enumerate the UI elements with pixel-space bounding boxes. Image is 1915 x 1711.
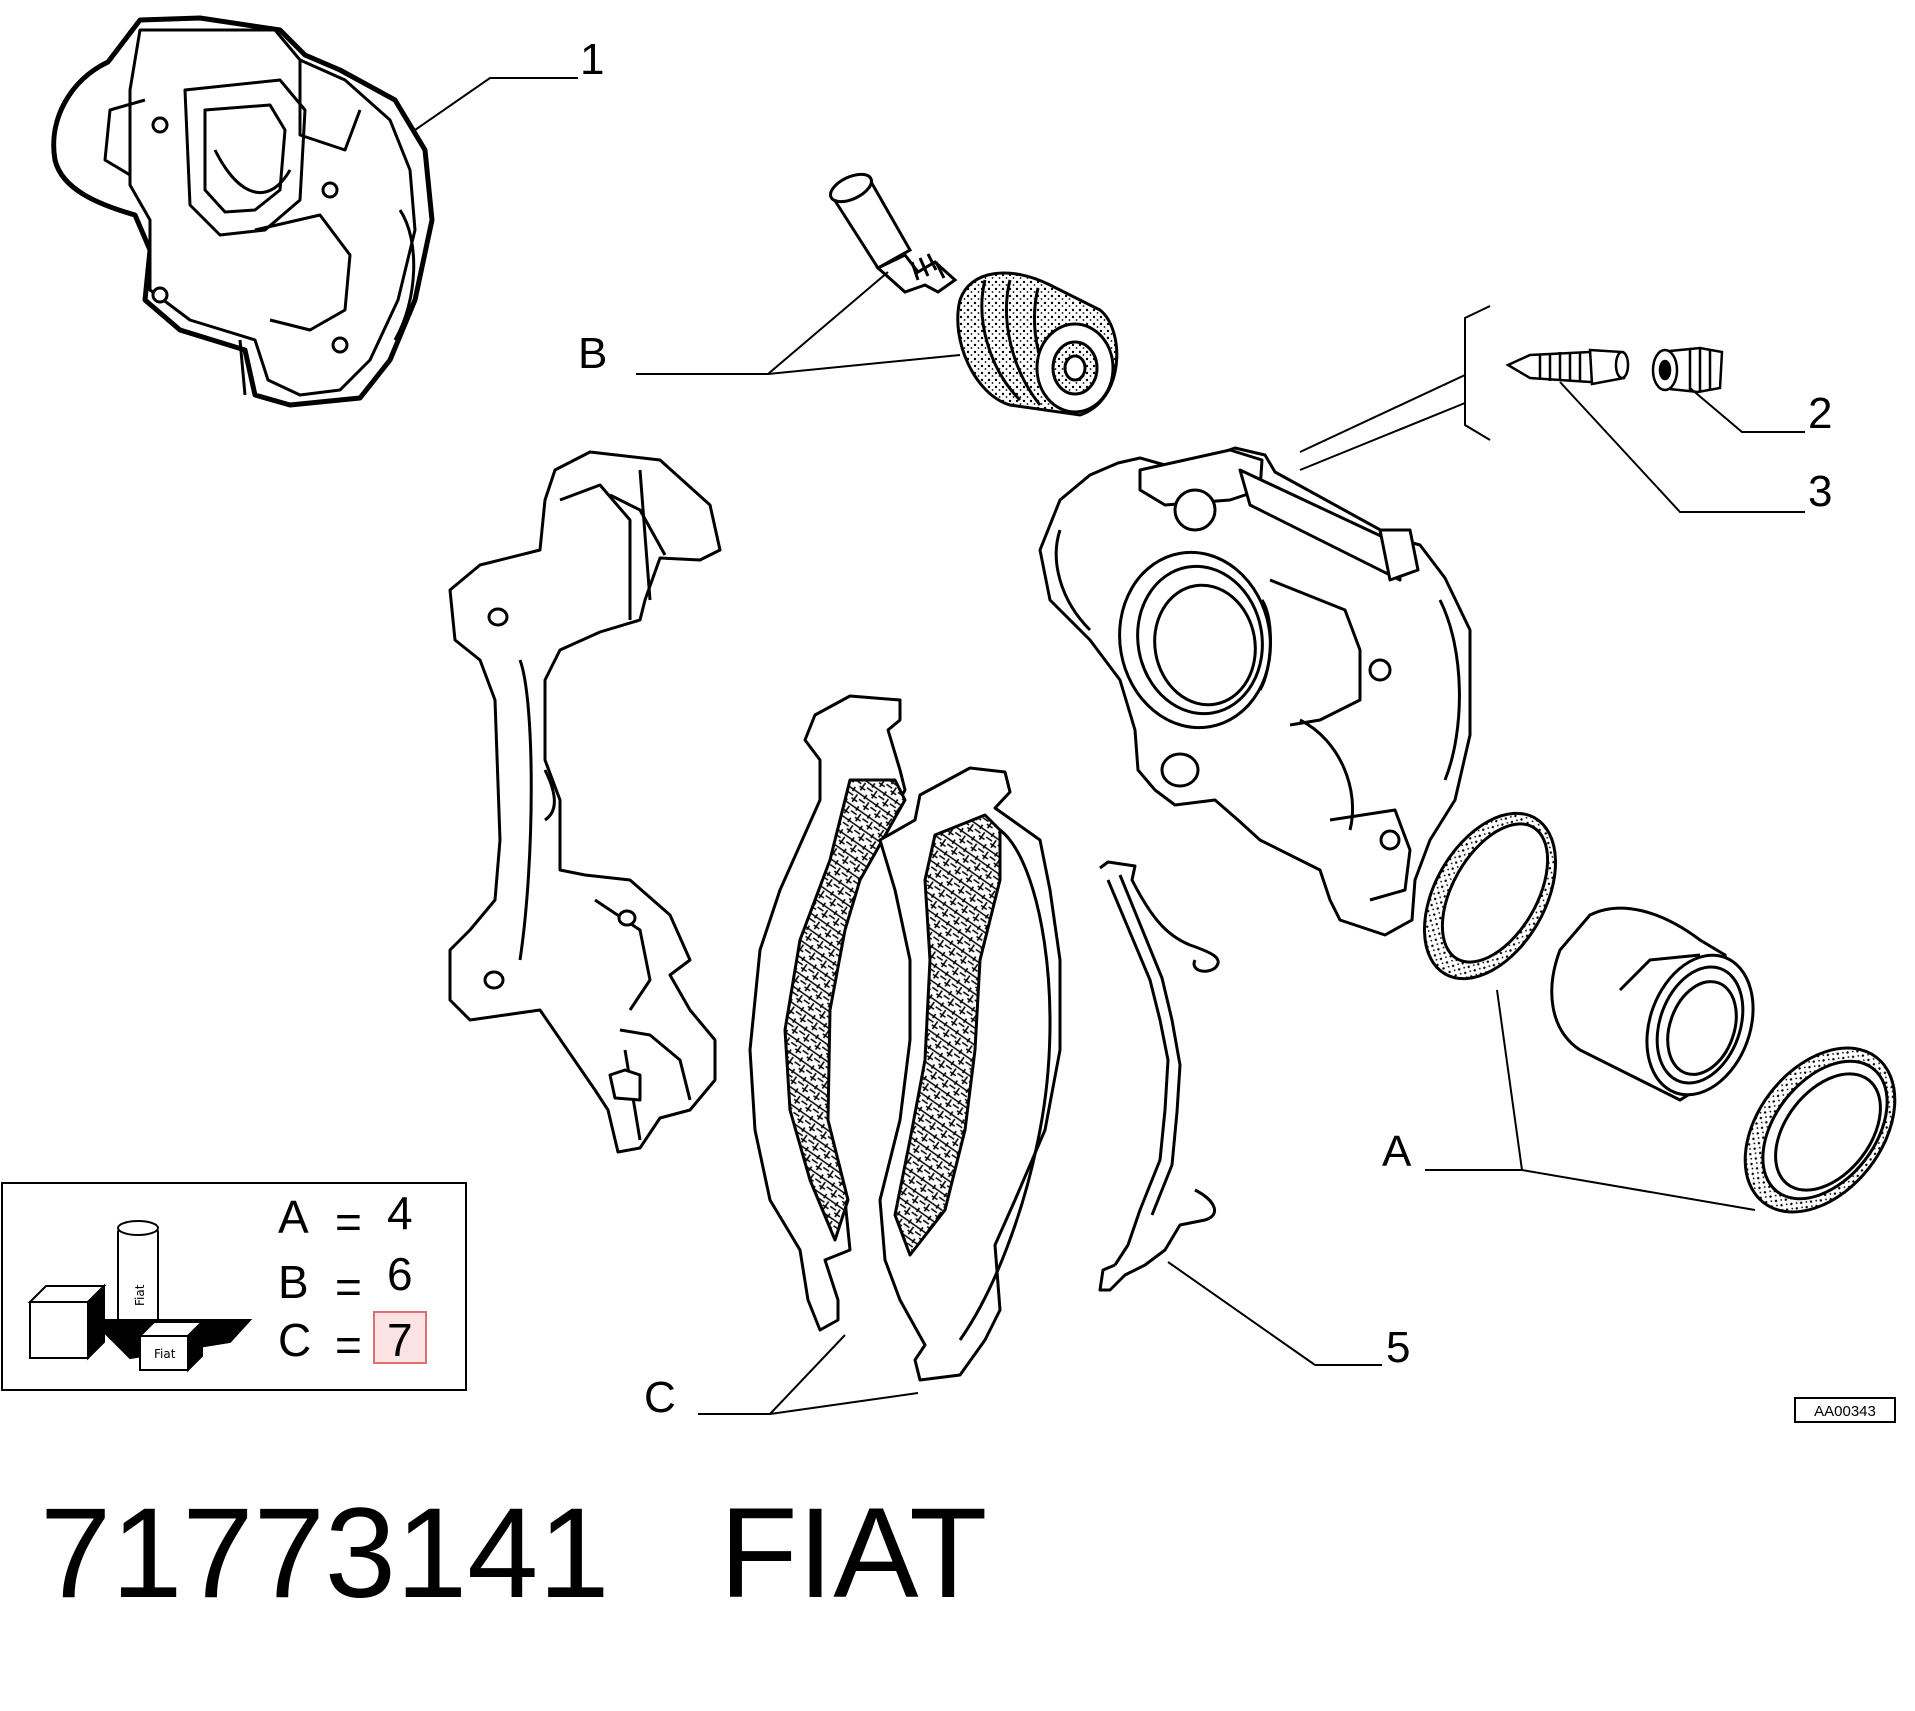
kit-icon: Fiat Fiat bbox=[27, 1220, 253, 1373]
svg-text:Fiat: Fiat bbox=[154, 1347, 176, 1361]
caliper-carrier-bracket bbox=[448, 450, 722, 1154]
legend-row-B: B = 6 bbox=[278, 1248, 413, 1313]
callout-5: 5 bbox=[1386, 1323, 1410, 1372]
legend-highlight-box bbox=[373, 1311, 427, 1364]
callout-2: 2 bbox=[1808, 389, 1832, 438]
legend-equals: = bbox=[335, 1196, 362, 1248]
kit-legend: Fiat Fiat A = 4 B = 6 C = 7 bbox=[1, 1182, 467, 1391]
leader-1 bbox=[414, 77, 578, 131]
part-number: 71773141 bbox=[40, 1482, 610, 1625]
anti-rattle-spring bbox=[1098, 860, 1220, 1292]
callout-B: B bbox=[578, 329, 607, 378]
leader-A bbox=[1425, 989, 1756, 1211]
callout-A: A bbox=[1382, 1127, 1412, 1176]
legend-row-C: C = 7 bbox=[278, 1311, 427, 1371]
svg-text:Fiat: Fiat bbox=[133, 1284, 147, 1306]
legend-qty-A: 4 bbox=[387, 1187, 413, 1239]
legend-letter-C: C bbox=[278, 1314, 311, 1366]
leader-5 bbox=[1167, 1261, 1382, 1366]
legend-qty-B: 6 bbox=[387, 1248, 413, 1300]
leader-C bbox=[698, 1334, 919, 1415]
piston-dust-boot bbox=[1743, 1046, 1897, 1214]
legend-qty-C: 7 bbox=[387, 1314, 413, 1366]
callout-C: C bbox=[644, 1373, 676, 1422]
legend-letter-B: B bbox=[278, 1256, 309, 1308]
legend-equals: = bbox=[335, 1319, 362, 1371]
piston-seal bbox=[1422, 811, 1558, 981]
brake-pad-inner bbox=[878, 766, 1062, 1382]
callout-3: 3 bbox=[1808, 467, 1832, 516]
leader-2-3 bbox=[1299, 374, 1805, 513]
callout-1: 1 bbox=[580, 35, 604, 84]
brake-pad-outer bbox=[748, 694, 907, 1332]
brand-name: FIAT bbox=[719, 1482, 988, 1625]
caliper-body bbox=[1038, 446, 1472, 937]
guide-pin bbox=[829, 172, 958, 294]
piston bbox=[1550, 906, 1755, 1102]
bleed-cap bbox=[1651, 346, 1724, 394]
leader-B bbox=[636, 271, 961, 375]
legend-equals: = bbox=[335, 1261, 362, 1313]
legend-letter-A: A bbox=[278, 1191, 309, 1243]
part-1-caliper-assembly bbox=[51, 15, 435, 408]
bleed-screw bbox=[1505, 348, 1630, 386]
drawing-reference: AA00343 bbox=[1814, 1403, 1876, 1420]
drawing-reference-box: AA00343 bbox=[1794, 1397, 1896, 1423]
bracket-group-2-3 bbox=[1464, 305, 1491, 441]
legend-row-A: A = 4 bbox=[278, 1187, 413, 1248]
guide-pin-boot bbox=[956, 271, 1119, 417]
